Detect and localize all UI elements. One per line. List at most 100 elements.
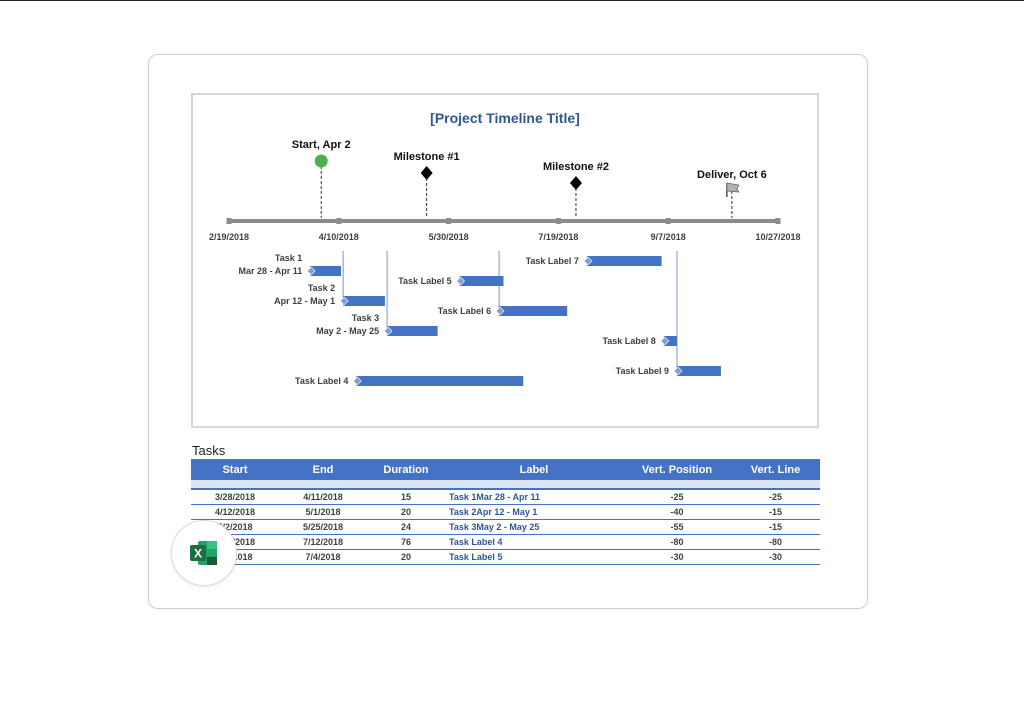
excel-badge[interactable]: X xyxy=(171,520,237,586)
axis-tick xyxy=(775,218,781,224)
timeline-chart: [Project Timeline Title] 2/19/2018 4/10/20… xyxy=(209,110,801,386)
table-cell[interactable]: 15 xyxy=(367,489,445,505)
table-cell[interactable]: 24 xyxy=(367,519,445,535)
axis-tick xyxy=(665,218,671,224)
milestone-label: Deliver, Oct 6 xyxy=(697,169,767,181)
table-cell[interactable]: 4/11/2018 xyxy=(279,489,367,505)
table-cell[interactable]: Task 3May 2 - May 25 xyxy=(445,519,623,535)
table-cell[interactable]: 4/12/2018 xyxy=(191,504,279,520)
milestone-marker xyxy=(420,166,433,180)
task-bar xyxy=(499,306,568,316)
table-cell[interactable]: 3/28/2018 xyxy=(191,489,279,505)
table-row[interactable]: 4/18/2018 7/12/2018 76 Task Label 4 -80 … xyxy=(191,534,820,550)
axis-tick-label: 7/19/2018 xyxy=(538,232,578,242)
table-cell[interactable]: 20 xyxy=(367,504,445,520)
chart-title: [Project Timeline Title] xyxy=(430,110,580,126)
task-label: Task Label 6 xyxy=(438,306,491,316)
axis-tick-label: 5/30/2018 xyxy=(429,232,469,242)
tasks-table: Start End Duration Label Vert. Position … xyxy=(191,459,820,565)
task-start-marker xyxy=(339,296,349,306)
task-bar xyxy=(343,296,385,306)
flag-icon xyxy=(726,182,740,193)
task-bar xyxy=(586,256,662,266)
task-label: Task Label 4 xyxy=(295,376,348,386)
table-cell[interactable]: 5/25/2018 xyxy=(279,519,367,535)
task-label: Task Label 9 xyxy=(616,366,669,376)
excel-icon: X xyxy=(190,541,217,565)
table-cell[interactable]: -15 xyxy=(731,504,820,520)
svg-text:X: X xyxy=(194,547,202,561)
task-bar xyxy=(310,266,341,276)
table-cell[interactable]: 76 xyxy=(367,534,445,550)
task-label: Task 2 xyxy=(308,283,335,293)
task-label: Task 1 xyxy=(275,253,302,263)
table-row[interactable]: 5/2/2018 5/25/2018 24 Task 3May 2 - May … xyxy=(191,519,820,535)
axis-tick-label: 9/7/2018 xyxy=(651,232,686,242)
milestone-label: Start, Apr 2 xyxy=(292,139,351,151)
axis-tick xyxy=(555,218,561,224)
task-bar xyxy=(676,366,721,376)
table-cell[interactable]: Task Label 4 xyxy=(445,534,623,550)
task-start-marker xyxy=(456,276,466,286)
table-filter-cell xyxy=(191,480,820,490)
axis-tick xyxy=(336,218,342,224)
table-cell[interactable]: -55 xyxy=(623,519,731,535)
table-cell[interactable]: Task 2Apr 12 - May 1 xyxy=(445,504,623,520)
task-label: Task Label 8 xyxy=(602,336,655,346)
axis-tick-label: 10/27/2018 xyxy=(755,232,800,242)
axis-tick-label: 4/10/2018 xyxy=(319,232,359,242)
tasks-table-header-row: Start End Duration Label Vert. Position … xyxy=(191,459,820,480)
milestone-marker xyxy=(314,154,328,168)
table-cell[interactable]: -40 xyxy=(623,504,731,520)
table-cell[interactable]: Task Label 5 xyxy=(445,549,623,565)
table-row[interactable]: 6/4/2018 7/4/2018 20 Task Label 5 -30 -3… xyxy=(191,549,820,565)
column-header[interactable]: Duration xyxy=(367,459,445,480)
column-header[interactable]: Label xyxy=(445,459,623,480)
table-cell[interactable]: -25 xyxy=(623,489,731,505)
table-cell[interactable]: 7/12/2018 xyxy=(279,534,367,550)
axis-tick xyxy=(226,218,232,224)
table-filter-row xyxy=(191,480,820,490)
task-start-marker xyxy=(660,336,670,346)
axis-tick-label: 2/19/2018 xyxy=(209,232,249,242)
table-cell[interactable]: -25 xyxy=(731,489,820,505)
table-row[interactable]: 3/28/2018 4/11/2018 15 Task 1Mar 28 - Ap… xyxy=(191,489,820,505)
table-cell[interactable]: 20 xyxy=(367,549,445,565)
table-cell[interactable]: 7/4/2018 xyxy=(279,549,367,565)
task-label: Task 3 xyxy=(352,313,379,323)
table-row[interactable]: 4/12/2018 5/1/2018 20 Task 2Apr 12 - May… xyxy=(191,504,820,520)
milestone-label: Milestone #1 xyxy=(394,151,460,163)
milestone-label: Milestone #2 xyxy=(543,161,609,173)
task-label: Task Label 7 xyxy=(526,256,579,266)
column-header[interactable]: Vert. Position xyxy=(623,459,731,480)
task-label: Task Label 5 xyxy=(398,276,451,286)
table-cell[interactable]: 5/1/2018 xyxy=(279,504,367,520)
task-bar xyxy=(459,276,504,286)
task-label: May 2 - May 25 xyxy=(316,326,379,336)
task-bar xyxy=(663,336,677,346)
tasks-heading: Tasks xyxy=(192,443,226,458)
task-label: Mar 28 - Apr 11 xyxy=(239,266,303,276)
top-rule xyxy=(0,0,1024,1)
task-start-marker xyxy=(673,366,683,376)
task-start-marker xyxy=(383,326,393,336)
table-cell[interactable]: -15 xyxy=(731,519,820,535)
table-cell[interactable]: -80 xyxy=(623,534,731,550)
task-label: Apr 12 - May 1 xyxy=(274,296,335,306)
task-start-marker xyxy=(306,266,316,276)
axis-tick xyxy=(446,218,452,224)
table-cell[interactable]: -30 xyxy=(731,549,820,565)
table-cell[interactable]: -30 xyxy=(623,549,731,565)
column-header[interactable]: Vert. Line xyxy=(731,459,820,480)
task-bar xyxy=(387,326,438,336)
task-start-marker xyxy=(583,256,593,266)
task-start-marker xyxy=(352,376,362,386)
table-cell[interactable]: Task 1Mar 28 - Apr 11 xyxy=(445,489,623,505)
table-cell[interactable]: -80 xyxy=(731,534,820,550)
tasks-table-wrap: Start End Duration Label Vert. Position … xyxy=(191,459,820,565)
task-start-marker xyxy=(495,306,505,316)
column-header[interactable]: End xyxy=(279,459,367,480)
timeline-chart-frame: [Project Timeline Title] 2/19/2018 4/10/20… xyxy=(191,93,819,428)
task-bar xyxy=(356,376,524,386)
column-header[interactable]: Start xyxy=(191,459,279,480)
